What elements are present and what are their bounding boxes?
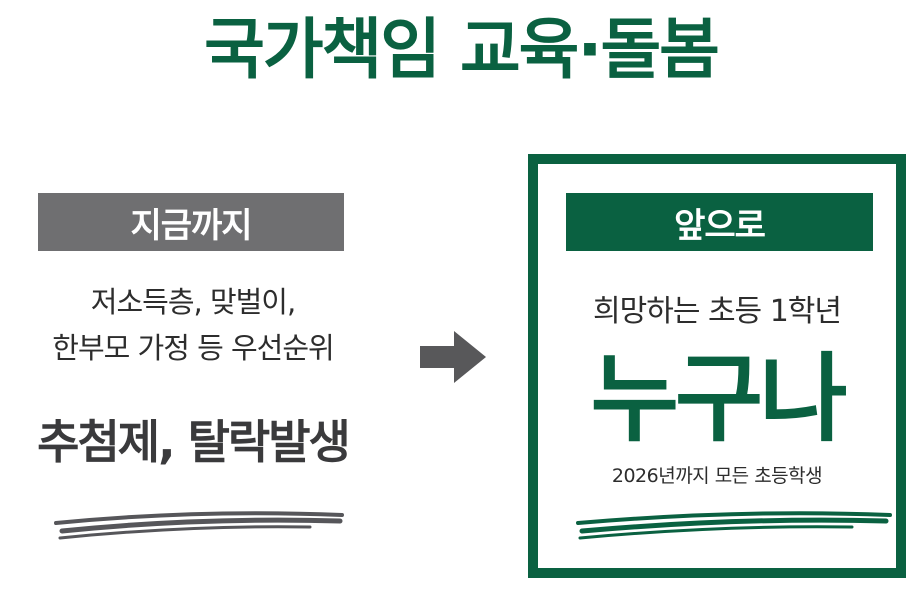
page-title: 국가책임 교육·돌봄 xyxy=(204,11,720,88)
right-footnote: 2026년까지 모든 초등학생 xyxy=(611,465,823,487)
label-until-now-text: 지금까지 xyxy=(130,205,252,246)
left-description-line2: 한부모 가정 등 우선순위 xyxy=(52,331,334,365)
left-description-line1: 저소득층, 맞벌이, xyxy=(90,285,296,319)
label-from-now-text: 앞으로 xyxy=(674,205,766,246)
right-headline: 누구나 xyxy=(590,343,848,455)
left-brush-underline xyxy=(54,511,344,540)
left-emphasis: 추첨제, 탈락발생 xyxy=(37,415,351,469)
right-arrow-icon xyxy=(420,331,486,383)
label-until-now: 지금까지 xyxy=(38,193,344,251)
right-subtitle: 희망하는 초등 1학년 xyxy=(593,294,842,329)
future-box xyxy=(528,154,906,578)
label-from-now: 앞으로 xyxy=(566,193,873,251)
